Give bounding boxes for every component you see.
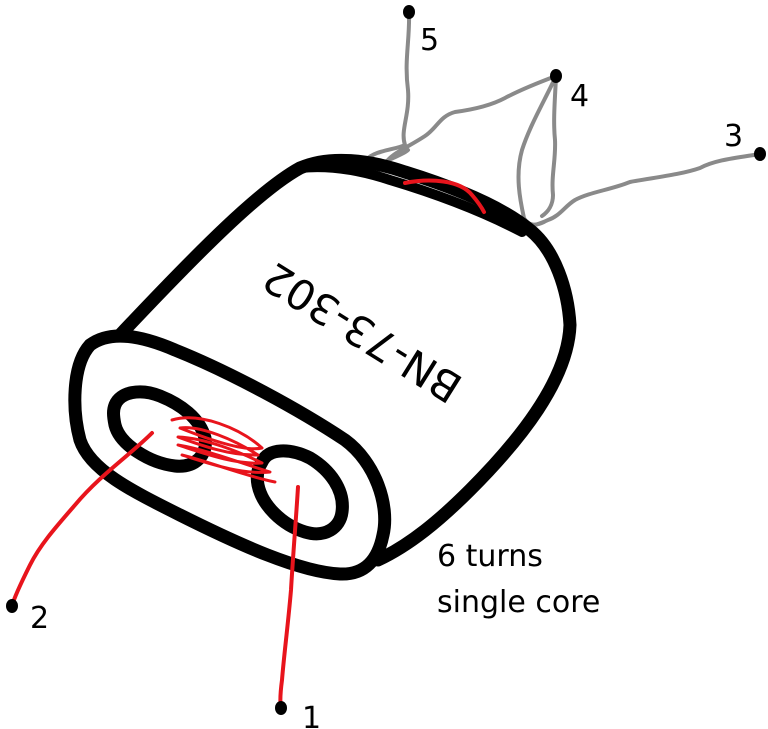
- pin-4-label: 4: [570, 79, 589, 114]
- pin-4-terminal: [550, 69, 562, 83]
- pin-3-terminal: [754, 147, 766, 161]
- pin-2-terminal: [6, 599, 18, 613]
- core-body-outline: [113, 153, 577, 567]
- core-top-edge: [295, 162, 527, 237]
- pin-5-terminal: [403, 5, 415, 19]
- pin-3-label: 3: [724, 119, 743, 154]
- wire-to-pin-1: [278, 485, 300, 710]
- core-face-outer: [68, 329, 392, 581]
- wire-to-pin-2: [10, 431, 154, 608]
- primary-winding: [10, 178, 486, 710]
- wire-to-pin-5: [363, 10, 412, 170]
- ferrite-core: [68, 153, 577, 581]
- note-core: single core: [437, 585, 600, 620]
- winding-turns: [170, 416, 277, 484]
- top-winding-arc: [403, 178, 486, 214]
- note-turns: 6 turns: [437, 539, 543, 574]
- pin-labels: 1 2 3 4 5: [30, 23, 743, 729]
- wire-to-pin-3: [520, 152, 762, 232]
- part-number-label: BN-73-302: [254, 252, 470, 412]
- core-hole-right: [250, 444, 349, 541]
- pin-1-label: 1: [302, 701, 321, 729]
- pin-2-label: 2: [30, 601, 49, 636]
- pin-terminals: [6, 5, 766, 715]
- pin-1-terminal: [275, 701, 287, 715]
- pin-5-label: 5: [420, 23, 439, 58]
- wire-pin-4-down: [540, 74, 558, 218]
